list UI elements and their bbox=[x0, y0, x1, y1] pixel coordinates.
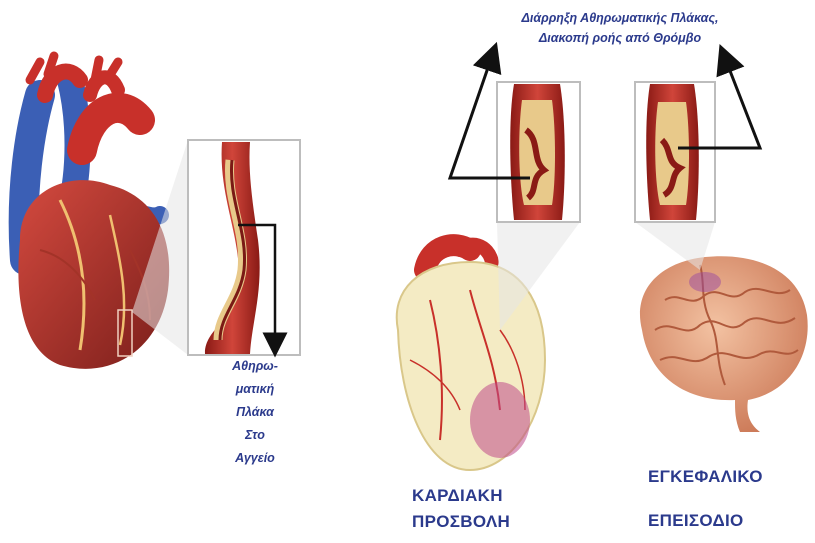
stroke-label-line1: ΕΓΚΕΦΑΛΙΚΟ bbox=[648, 455, 763, 499]
rupture-caption-line1: Διάρρηξη Αθηρωματικής Πλάκας, bbox=[470, 8, 770, 28]
brain bbox=[640, 256, 808, 432]
heart-attack-label-line1: ΚΑΡΔΙΑΚΗ bbox=[412, 483, 510, 509]
stroke-label: ΕΓΚΕΦΑΛΙΚΟ ΕΠΕΙΣΟΔΙΟ bbox=[648, 455, 763, 543]
plaque-caption-line: ματική bbox=[210, 378, 300, 401]
heart-attack-label: ΚΑΡΔΙΑΚΗ ΠΡΟΣΒΟΛΗ bbox=[412, 483, 510, 535]
illustration bbox=[0, 0, 815, 531]
diagram-canvas: Διάρρηξη Αθηρωματικής Πλάκας, Διακοπή ρο… bbox=[0, 0, 815, 531]
plaque-caption-line: Στο bbox=[210, 424, 300, 447]
artery-inset-right bbox=[635, 82, 715, 222]
plaque-caption-line: Αγγείο bbox=[210, 447, 300, 470]
rupture-caption-line2: Διακοπή ροής από Θρόμβο bbox=[470, 28, 770, 48]
heart-attack-label-line2: ΠΡΟΣΒΟΛΗ bbox=[412, 509, 510, 535]
rupture-caption: Διάρρηξη Αθηρωματικής Πλάκας, Διακοπή ρο… bbox=[470, 8, 770, 48]
plaque-caption: Αθηρω- ματική Πλάκα Στο Αγγείο bbox=[210, 355, 300, 470]
artery-inset-middle bbox=[497, 82, 580, 222]
plaque-caption-line: Πλάκα bbox=[210, 401, 300, 424]
stroke-label-line2: ΕΠΕΙΣΟΔΙΟ bbox=[648, 499, 763, 543]
artery-inset-left bbox=[188, 140, 300, 355]
plaque-caption-line: Αθηρω- bbox=[210, 355, 300, 378]
